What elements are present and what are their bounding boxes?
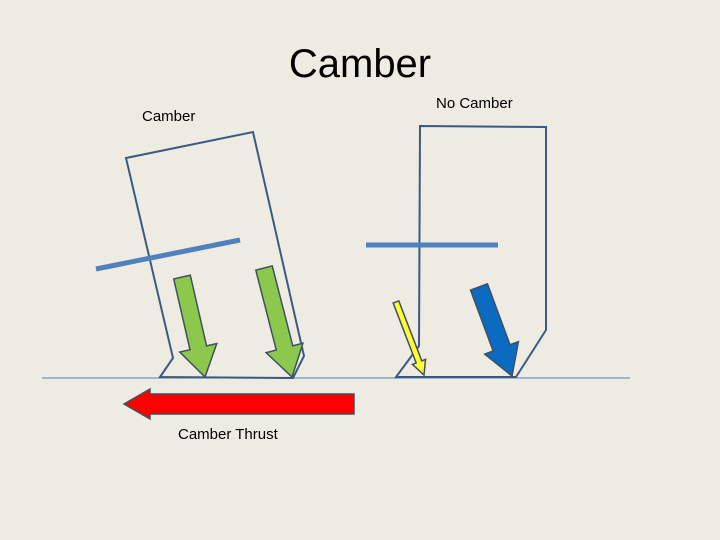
cambered-axle-bar (95, 237, 241, 272)
camber-label: Camber (142, 108, 196, 125)
upright-tire-outline (394, 124, 547, 378)
green-force-arrow-right (254, 264, 305, 379)
no-camber-label: No Camber (436, 95, 513, 112)
green-force-arrow-left (172, 274, 218, 379)
blue-force-arrow (469, 282, 520, 378)
slide-title: Camber (288, 42, 432, 86)
camber-thrust-label: Camber Thrust (178, 426, 278, 443)
camber-thrust-arrow (122, 387, 355, 421)
yellow-force-arrow (392, 299, 427, 377)
cambered-tire-outline (124, 130, 306, 380)
